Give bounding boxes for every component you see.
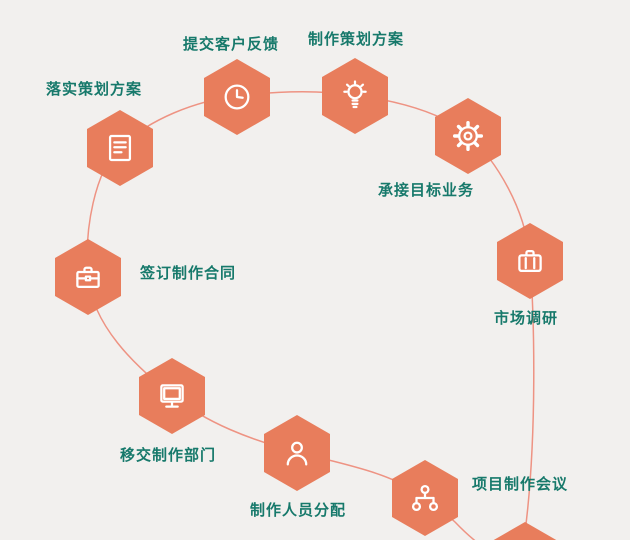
briefcase-icon — [76, 266, 100, 289]
person-icon — [286, 441, 308, 466]
gear-icon — [452, 120, 484, 152]
node-label-production-meeting: 项目制作会议 — [472, 475, 569, 493]
monitor-icon — [160, 384, 184, 408]
org-chart-icon — [411, 484, 439, 512]
node-label-client-feedback: 提交客户反馈 — [183, 35, 280, 53]
node-label-implement-plan: 落实策划方案 — [46, 80, 143, 98]
clock-icon — [224, 84, 250, 110]
node-label-market-research: 市场调研 — [494, 309, 559, 327]
flow-node-target-business — [435, 98, 501, 174]
document-icon — [108, 134, 132, 162]
node-label-staff-allocation: 制作人员分配 — [250, 501, 347, 519]
node-label-planning-proposal: 制作策划方案 — [308, 30, 405, 48]
suitcase-icon — [518, 249, 542, 273]
lightbulb-icon — [343, 80, 367, 109]
node-label-production-dept: 移交制作部门 — [120, 446, 217, 464]
node-label-target-business: 承接目标业务 — [378, 181, 475, 199]
node-label-sign-contract: 签订制作合同 — [140, 264, 237, 282]
